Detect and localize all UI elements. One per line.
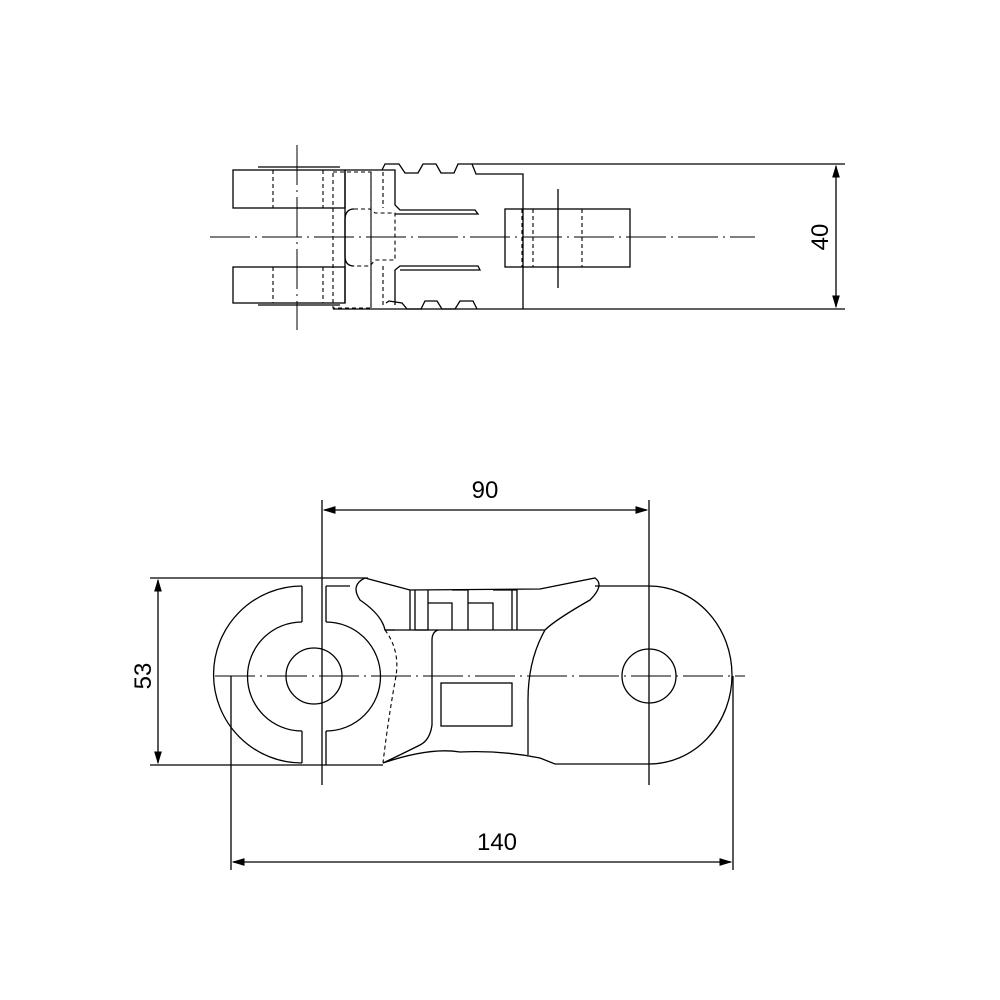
tongue bbox=[504, 208, 631, 268]
top-view: 40 bbox=[210, 145, 845, 330]
side-view: 90 53 140 bbox=[130, 477, 745, 870]
clevis-upper-plate bbox=[232, 169, 346, 209]
dimension-label-53: 53 bbox=[130, 663, 157, 690]
dimension-label-140: 140 bbox=[477, 829, 517, 856]
clevis-lower-plate bbox=[232, 266, 346, 304]
nameplate bbox=[440, 682, 513, 727]
hidden-pin-boss bbox=[332, 171, 372, 309]
dimension-label-40: 40 bbox=[807, 224, 834, 251]
dimension-label-90: 90 bbox=[472, 477, 499, 504]
